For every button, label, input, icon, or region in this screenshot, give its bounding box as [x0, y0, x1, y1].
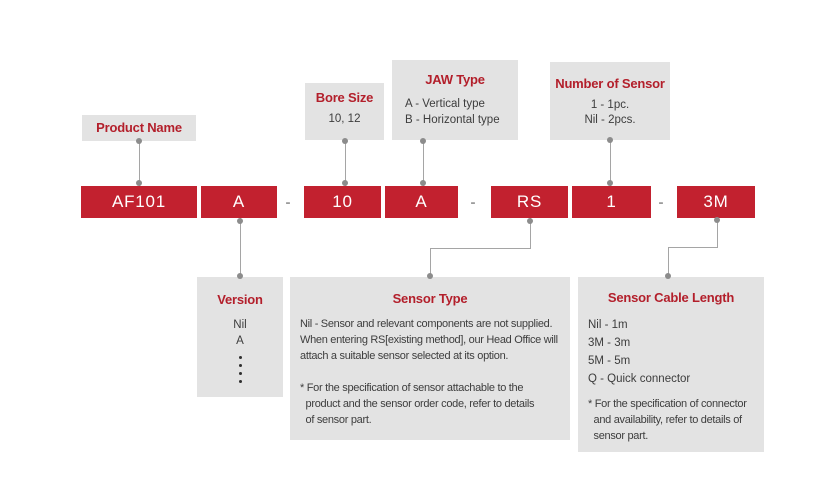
connector-dot [342, 138, 348, 144]
connector-line [430, 248, 431, 277]
code-segment-sensor-type: RS [491, 186, 568, 218]
connector-dot [237, 218, 243, 224]
label-title: Version [217, 292, 263, 307]
label-note: * For the specification of connector and… [588, 398, 747, 442]
label-box-sensor-type: Sensor Type Nil - Sensor and relevant co… [290, 277, 570, 440]
ellipsis-dot [238, 380, 242, 383]
label-box-number-of-sensor: Number of Sensor 1 - 1pc. Nil - 2pcs. [550, 62, 670, 140]
label-body: A - Vertical type B - Horizontal type [405, 98, 500, 126]
connector-line [139, 141, 140, 186]
ellipsis-dot [238, 364, 242, 367]
connector-line [717, 218, 718, 247]
label-body: 10, 12 [328, 113, 361, 125]
connector-dot [136, 138, 142, 144]
label-box-version: Version Nil A [197, 277, 283, 397]
connector-dot [342, 180, 348, 186]
code-segment-version: A [201, 186, 277, 218]
label-box-jaw-type: JAW Type A - Vertical type B - Horizonta… [392, 60, 518, 140]
label-title: Product Name [96, 120, 182, 135]
connector-dot [237, 273, 243, 279]
connector-dot [427, 273, 433, 279]
connector-line [345, 140, 346, 186]
label-body: Nil - Sensor and relevant components are… [300, 318, 558, 362]
label-title: Bore Size [315, 90, 374, 105]
label-note: * For the specification of sensor attach… [300, 382, 535, 426]
connector-dot [420, 138, 426, 144]
connector-dot [607, 180, 613, 186]
connector-dot [714, 217, 720, 223]
code-segment-product: AF101 [81, 186, 197, 218]
connector-line [668, 247, 718, 248]
ellipsis-dot [238, 356, 242, 359]
code-separator: - [658, 193, 664, 211]
code-segment-sensor-count: 1 [572, 186, 651, 218]
label-box-product-name: Product Name [82, 115, 196, 141]
connector-dot [420, 180, 426, 186]
connector-line [240, 218, 241, 277]
code-separator: - [285, 193, 291, 211]
connector-line [610, 140, 611, 186]
label-title: Sensor Cable Length [607, 290, 735, 305]
connector-dot [136, 180, 142, 186]
connector-dot [665, 273, 671, 279]
label-body: Nil A [233, 319, 247, 347]
version-ellipsis [197, 356, 283, 383]
label-title: JAW Type [425, 72, 485, 87]
connector-dot [607, 137, 613, 143]
label-title: Number of Sensor [555, 76, 665, 91]
code-segment-jaw: A [385, 186, 458, 218]
connector-line [423, 140, 424, 186]
ellipsis-dot [238, 372, 242, 375]
label-title: Sensor Type [392, 291, 468, 306]
code-segment-cable-length: 3M [677, 186, 755, 218]
code-separator: - [470, 193, 476, 211]
label-body: Nil - 1m 3M - 3m 5M - 5m Q - Quick conne… [588, 319, 691, 385]
label-body: 1 - 1pc. Nil - 2pcs. [584, 99, 636, 126]
connector-line [668, 247, 669, 277]
label-box-bore-size: Bore Size 10, 12 [305, 83, 384, 140]
label-box-sensor-cable-length: Sensor Cable Length Nil - 1m 3M - 3m 5M … [578, 277, 764, 452]
connector-line [530, 218, 531, 248]
code-segment-bore: 10 [304, 186, 381, 218]
connector-dot [527, 218, 533, 224]
connector-line [430, 248, 531, 249]
